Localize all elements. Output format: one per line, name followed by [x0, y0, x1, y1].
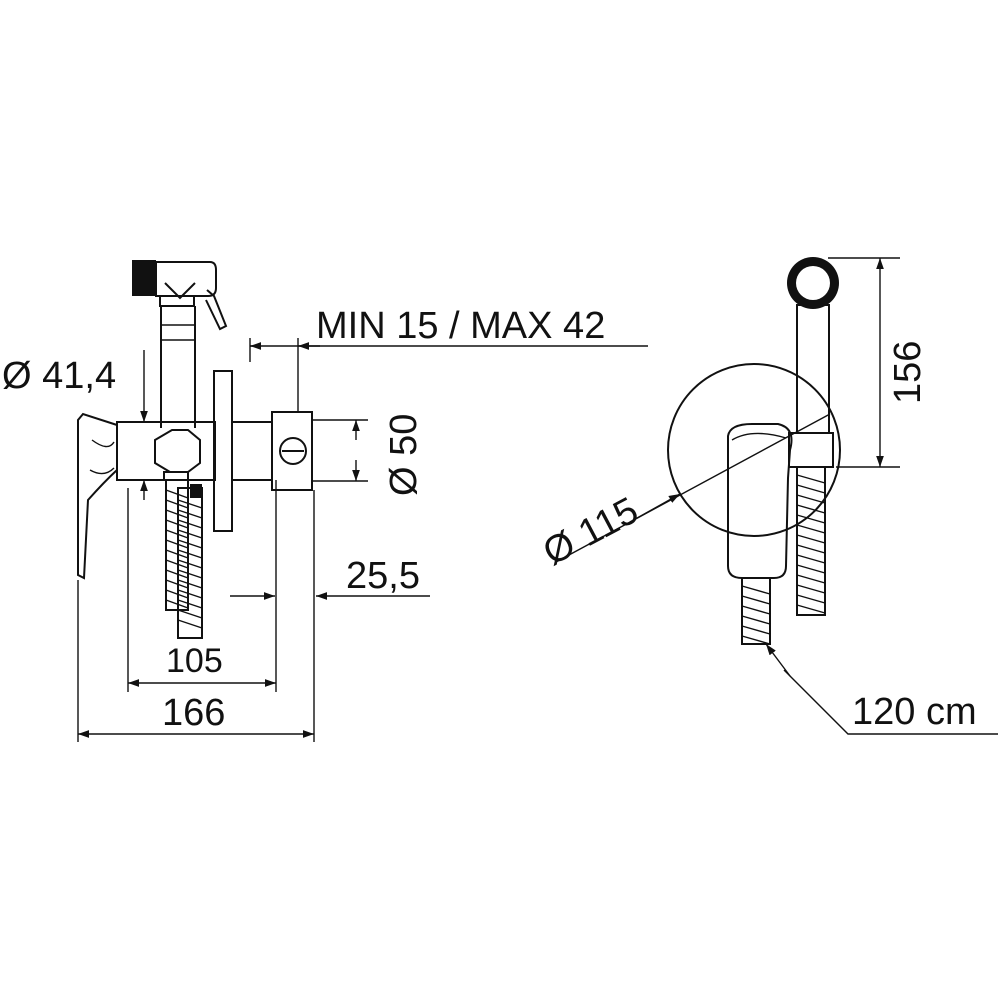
dimension-hose-length: 120 cm: [765, 643, 998, 735]
label-handle-to-outlet: 105: [166, 642, 223, 680]
lever-handle: [77, 412, 118, 580]
dimension-overall-depth: 166: [77, 490, 315, 742]
front-shower-head: [787, 257, 839, 309]
label-body-diameter: Ø 41,4: [2, 355, 116, 397]
dimension-height: 156: [828, 257, 929, 468]
label-outlet-depth: 25,5: [346, 555, 420, 597]
mixer-body: [116, 421, 216, 481]
front-hose-left: [741, 577, 771, 645]
label-plate-diameter: Ø 115: [537, 490, 646, 574]
round-wall-plate: [667, 363, 841, 537]
side-view: MIN 15 / MAX 42 Ø 41,4 Ø 50 25,5: [2, 260, 648, 742]
front-lever-handle: [727, 423, 793, 579]
dimension-handle-to-outlet: 105: [127, 480, 277, 692]
label-overall-depth: 166: [162, 692, 225, 734]
front-view: 156 Ø 115 120 cm: [537, 257, 998, 735]
outlet-connector: [231, 411, 313, 491]
dimension-body-diameter: Ø 41,4: [2, 350, 148, 500]
shower-tube: [160, 306, 196, 428]
label-height: 156: [887, 341, 929, 404]
dimension-outlet-diameter: Ø 50: [312, 414, 425, 496]
dimension-wall-thickness: MIN 15 / MAX 42: [249, 305, 648, 412]
front-hose-right: [796, 466, 826, 616]
label-outlet-diameter: Ø 50: [383, 414, 425, 496]
label-wall-thickness: MIN 15 / MAX 42: [316, 305, 605, 347]
hose-side: [165, 479, 203, 639]
label-hose-length: 120 cm: [852, 691, 977, 733]
dimension-outlet-depth: 25,5: [230, 555, 430, 600]
wall-plate: [213, 370, 233, 532]
hand-shower-head: [132, 260, 228, 331]
